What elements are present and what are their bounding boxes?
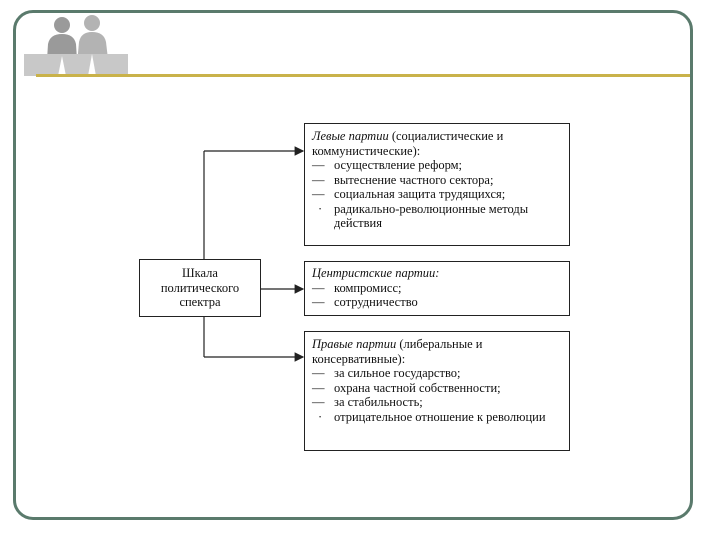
list-item: осуществление реформ; (312, 158, 563, 173)
list-item: сотрудничество (312, 295, 563, 310)
centrist-parties-heading: Центристские партии: (312, 266, 440, 280)
list-item: компромисс; (312, 281, 563, 296)
list-item: охрана частной собственности; (312, 381, 563, 396)
title-underline (36, 74, 690, 77)
list-item: за стабильность; (312, 395, 563, 410)
business-people-logo-icon (24, 15, 128, 76)
centrist-parties-list: компромисс; сотрудничество (312, 281, 563, 310)
list-item: за сильное государство; (312, 366, 563, 381)
center-line-2: политического (160, 280, 240, 295)
centrist-parties-box: Центристские партии: компромисс; сотрудн… (304, 261, 570, 316)
right-parties-box: Правые партии (либеральные и консерватив… (304, 331, 570, 451)
right-parties-heading: Правые партии (либеральные и консерватив… (312, 337, 483, 366)
left-parties-list: осуществление реформ; вытеснение частног… (312, 158, 563, 231)
left-parties-box: Левые партии (социалистические и коммуни… (304, 123, 570, 246)
list-item: отрицательное отношение к революции (312, 410, 563, 425)
list-item: радикально-революционные методы действия (312, 202, 563, 231)
political-spectrum-box: Шкала политического спектра (139, 259, 261, 317)
center-line-1: Шкала (182, 266, 218, 280)
center-line-3: спектра (179, 295, 221, 309)
left-parties-heading: Левые партии (социалистические и коммуни… (312, 129, 504, 158)
list-item: вытеснение частного сектора; (312, 173, 563, 188)
list-item: социальная защита трудящихся; (312, 187, 563, 202)
right-parties-list: за сильное государство; охрана частной с… (312, 366, 563, 424)
